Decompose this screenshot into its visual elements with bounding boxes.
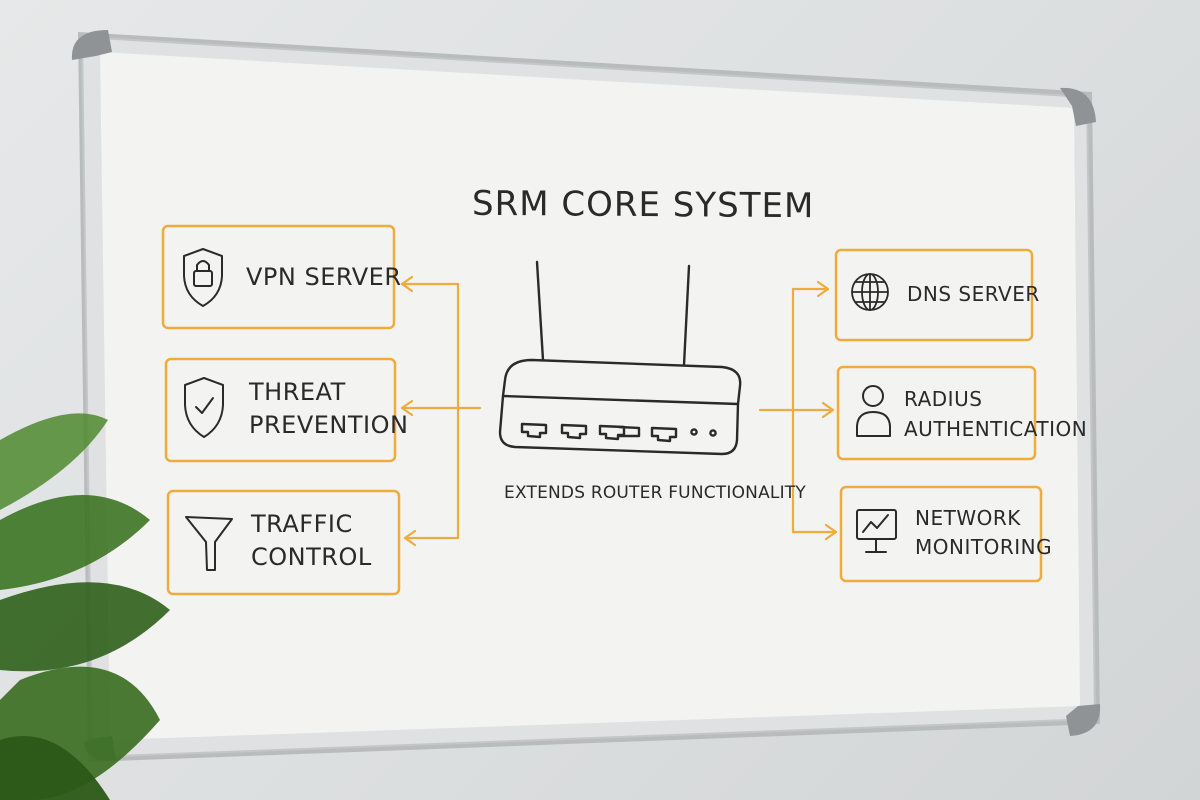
feature-label-authentication: AUTHENTICATION bbox=[904, 417, 1088, 441]
feature-label-monitoring: MONITORING bbox=[915, 535, 1053, 559]
lock-shield-icon bbox=[183, 248, 223, 307]
router-caption: EXTENDS ROUTER FUNCTIONALITY bbox=[504, 483, 806, 503]
feature-box-traffic-control bbox=[166, 489, 401, 596]
funnel-icon bbox=[185, 516, 233, 571]
feature-label-control: CONTROL bbox=[251, 543, 372, 571]
check-shield-icon bbox=[184, 377, 224, 438]
feature-label-prevention: PREVENTION bbox=[249, 411, 409, 439]
feature-box-threat-prevention bbox=[164, 357, 397, 463]
diagram-title: SRM CORE SYSTEM bbox=[472, 183, 815, 227]
feature-label-dns-server: DNS SERVER bbox=[907, 282, 1040, 306]
user-icon bbox=[856, 385, 891, 437]
router-icon bbox=[498, 260, 742, 456]
feature-label-radius: RADIUS bbox=[904, 387, 983, 411]
feature-label-traffic: TRAFFIC bbox=[251, 510, 353, 538]
feature-box-dns-server bbox=[834, 248, 1034, 342]
left-connectors bbox=[400, 275, 482, 547]
globe-icon bbox=[851, 273, 889, 311]
monitor-chart-icon bbox=[856, 509, 897, 553]
feature-label-threat: THREAT bbox=[249, 378, 346, 406]
feature-box-network-monitoring bbox=[839, 485, 1043, 583]
feature-label-vpn-server: VPN SERVER bbox=[246, 263, 402, 291]
feature-label-network: NETWORK bbox=[915, 506, 1021, 530]
right-connectors bbox=[758, 280, 838, 541]
feature-box-radius-authentication bbox=[836, 365, 1037, 461]
plant-foliage bbox=[0, 413, 170, 800]
feature-box-vpn-server bbox=[161, 224, 396, 330]
